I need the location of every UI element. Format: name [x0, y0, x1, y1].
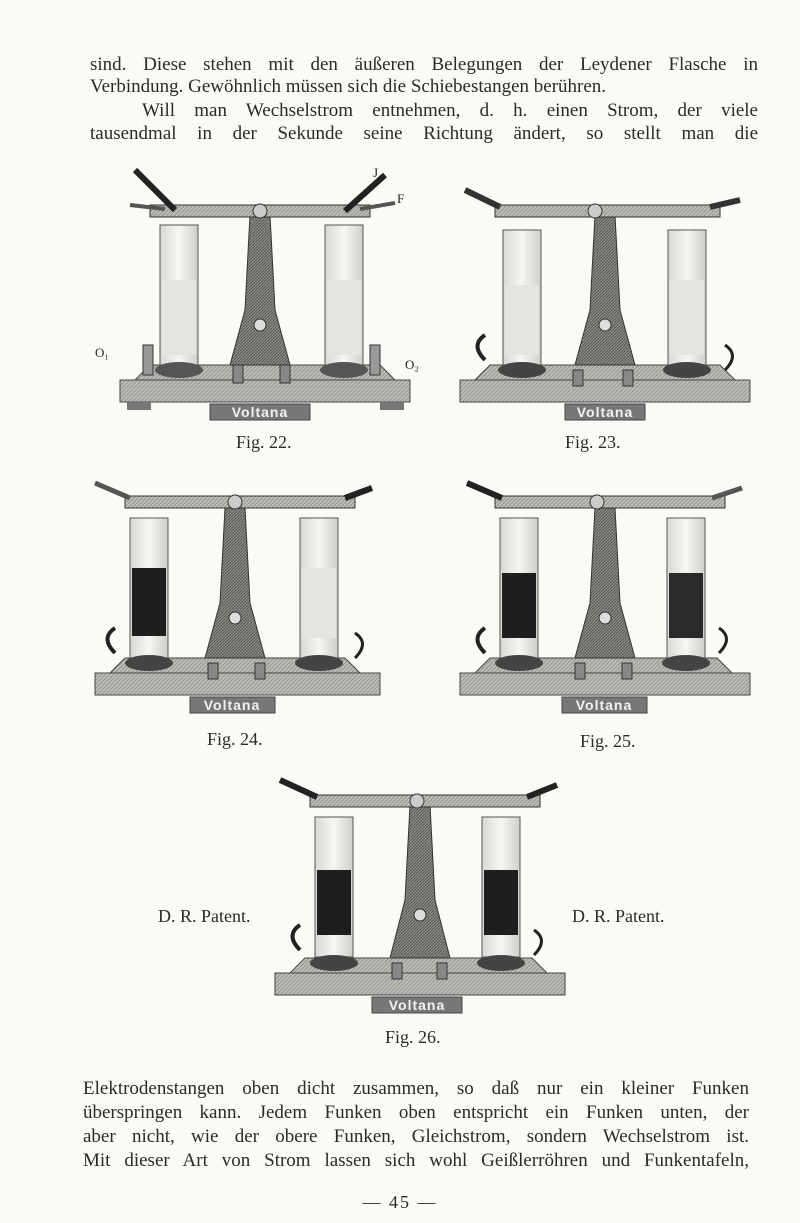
- patent-label-left: D. R. Patent.: [158, 906, 251, 926]
- text-line-1: sind. Diese stehen mit den äußeren Beleg…: [90, 54, 758, 75]
- text-line-8: Mit dieser Art von Strom lassen sich woh…: [83, 1150, 749, 1171]
- patent-label-right: D. R. Patent.: [572, 906, 665, 926]
- caption-fig22: Fig. 22.: [236, 432, 292, 452]
- page-number: — 45 —: [362, 1192, 438, 1212]
- caption-fig25: Fig. 25.: [580, 731, 636, 751]
- brand-label-fig25: Voltana: [576, 697, 633, 713]
- caption-fig26: Fig. 26.: [385, 1027, 441, 1047]
- figure-24-illustration: Voltana: [94, 480, 381, 714]
- brand-label-fig23: Voltana: [577, 404, 634, 420]
- brand-label-fig26: Voltana: [389, 997, 446, 1013]
- figure-26-illustration: Voltana: [274, 777, 566, 1014]
- label-O2: O₂: [405, 357, 419, 372]
- text-line-5: Elektrodenstangen oben dicht zusammen, s…: [83, 1078, 749, 1099]
- caption-fig23: Fig. 23.: [565, 432, 621, 452]
- text-line-4: tausendmal in der Sekunde seine Richtung…: [90, 123, 758, 144]
- brand-label-fig24: Voltana: [204, 697, 261, 713]
- figure-25-illustration: Voltana: [459, 480, 751, 714]
- figure-22-illustration: Voltana J F O₁ O₂: [95, 165, 419, 421]
- label-O1: O₁: [95, 345, 109, 360]
- label-F: F: [397, 191, 404, 206]
- text-line-7: aber nicht, wie der obere Funken, Gleich…: [83, 1126, 749, 1147]
- text-line-2: Verbindung. Gewöhnlich müssen sich die S…: [90, 76, 607, 97]
- caption-fig24: Fig. 24.: [207, 729, 263, 749]
- text-line-6: überspringen kann. Jedem Funken oben ent…: [83, 1102, 749, 1123]
- label-J: J: [373, 165, 378, 180]
- brand-label-fig22: Voltana: [232, 404, 289, 420]
- figure-23-illustration: Voltana: [459, 187, 751, 421]
- text-line-3: Will man Wechselstrom entnehmen, d. h. e…: [142, 100, 758, 121]
